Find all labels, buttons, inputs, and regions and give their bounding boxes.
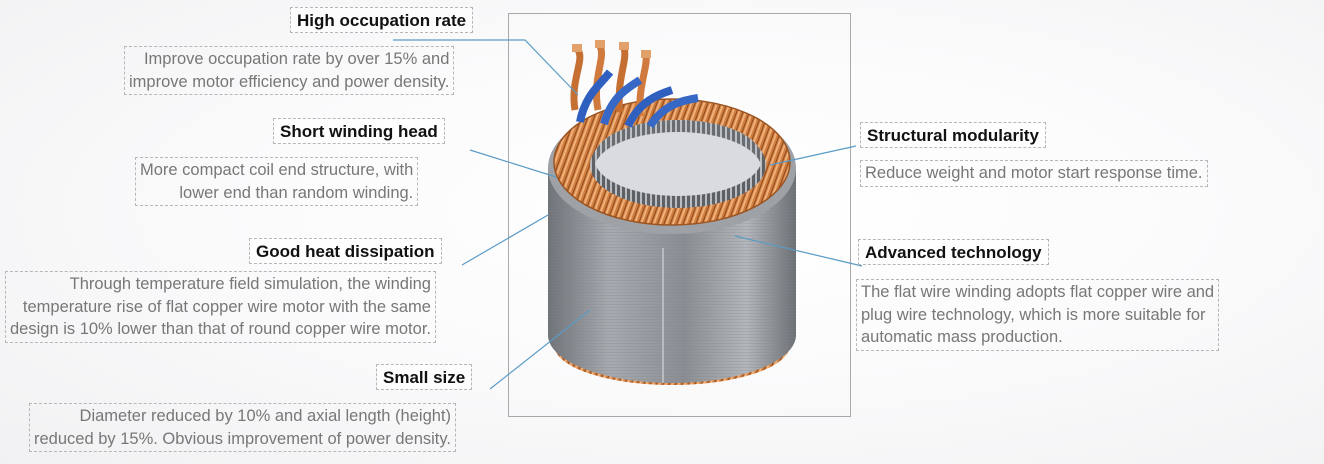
title-advanced-technology: Advanced technology	[858, 239, 1049, 265]
desc-line: lower end than random winding.	[179, 183, 414, 202]
desc-line: temperature rise of flat copper wire mot…	[22, 297, 431, 316]
desc-line: plug wire technology, which is more suit…	[861, 305, 1206, 324]
desc-line: Diameter reduced by 10% and axial length…	[79, 407, 451, 425]
desc-line: automatic mass production.	[861, 328, 1063, 346]
title-small-size: Small size	[376, 364, 473, 390]
desc-line: Improve occupation rate by over 15% and	[143, 50, 450, 68]
desc-line: design is 10% lower than that of round c…	[10, 320, 431, 338]
desc-line: More compact coil end structure, with	[140, 161, 414, 179]
terminal-leads	[570, 40, 699, 129]
desc-high-occupation-rate: Improve occupation rate by over 15% and …	[124, 46, 455, 95]
desc-short-winding-head: More compact coil end structure, with lo…	[135, 157, 419, 206]
title-high-occupation-rate: High occupation rate	[290, 7, 474, 33]
desc-line: Reduce weight and motor start response t…	[865, 164, 1203, 182]
title-structural-modularity: Structural modularity	[860, 122, 1046, 148]
desc-structural-modularity: Reduce weight and motor start response t…	[860, 160, 1208, 187]
leader-lines	[393, 39, 863, 390]
desc-line: The flat wire winding adopts flat copper…	[861, 283, 1215, 301]
title-good-heat-dissipation: Good heat dissipation	[249, 238, 442, 264]
desc-good-heat-dissipation: Through temperature field simulation, th…	[5, 271, 436, 343]
desc-small-size: Diameter reduced by 10% and axial length…	[29, 403, 456, 452]
desc-line: reduced by 15%. Obvious improvement of p…	[34, 429, 451, 448]
desc-advanced-technology: The flat wire winding adopts flat copper…	[856, 279, 1220, 351]
product-image-frame	[508, 13, 851, 417]
desc-line: Through temperature field simulation, th…	[69, 275, 431, 293]
desc-line: improve motor efficiency and power densi…	[129, 72, 450, 91]
title-short-winding-head: Short winding head	[273, 118, 445, 144]
